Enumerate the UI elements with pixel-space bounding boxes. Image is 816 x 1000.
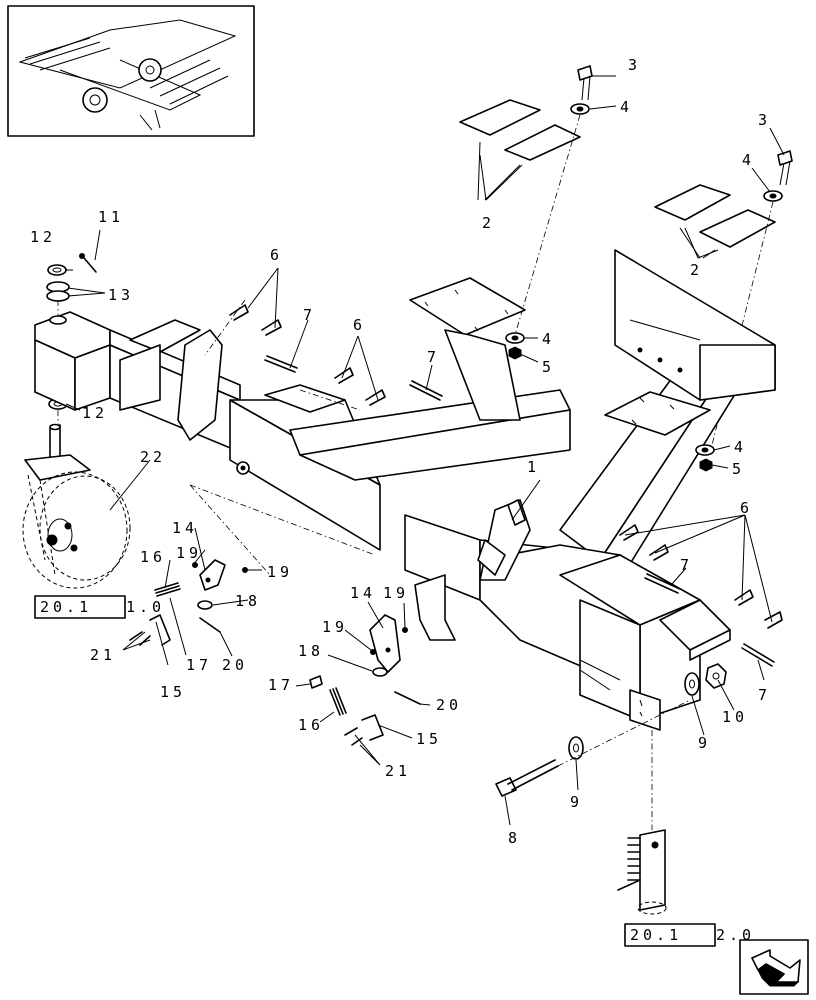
callout-3-right: 3 [758,111,771,129]
nut-part-5-right [699,458,713,472]
pin-part-7-d [741,643,775,667]
washer-part-9-lower [568,736,584,760]
callout-19-left-a: 19 [176,544,202,562]
callout-16-left: 16 [140,548,166,566]
nut-part-5-center [508,346,522,360]
callout-12-lower: 12 [82,404,108,422]
callout-18-left: 18 [235,592,261,610]
callout-12-upper: 12 [30,228,56,246]
shield-part-2-top [459,99,581,201]
callout-20-right: 20 [436,696,462,714]
reference-left-boxed: 20.1 [40,598,92,616]
spring-part-16-left [154,582,181,597]
washers-part-13 [46,281,70,302]
washer-part-18-left [197,600,213,610]
clip-part-15-right [361,714,384,741]
callout-2-top: 2 [482,214,495,232]
jack-stand [617,829,667,915]
spring-part-16-right [329,687,347,716]
callout-16-right: 16 [298,716,324,734]
callout-9-upper: 9 [698,734,711,752]
pin-part-7-b [409,380,443,401]
clip-part-15-left [149,614,171,646]
latch-part-14-left [199,559,226,591]
cotter-part-21-left [129,631,151,646]
callout-19-right-a: 19 [383,584,409,602]
wheel-assembly-part-22 [22,423,131,589]
callout-18-right: 18 [298,642,324,660]
pin-part-7-c [644,573,681,594]
callout-17-left: 17 [186,656,212,674]
callout-15-right: 15 [416,730,442,748]
callout-6-right: 6 [740,499,753,517]
callout-8: 8 [508,829,521,847]
callout-14-right: 14 [350,584,376,602]
callout-13: 13 [108,286,134,304]
callout-4-top: 4 [620,98,633,116]
callout-7-center: 7 [427,348,440,366]
callout-6-center: 6 [353,316,366,334]
callout-labels: 1 2 2 3 3 4 4 4 4 5 5 6 6 6 7 7 7 7 8 9 … [30,56,771,847]
callout-6-left: 6 [270,246,283,264]
callout-19-right-b: 19 [322,618,348,636]
callout-1: 1 [527,458,540,476]
callout-11: 11 [98,208,124,226]
leader-lines [65,75,785,826]
callout-19-left-b: 19 [267,563,293,581]
callout-7-right-lower: 7 [758,686,771,704]
hairpin-part-6-b [334,367,386,406]
callout-17-right: 17 [268,676,294,694]
bolt-part-8 [495,759,559,797]
bolt-part-3-top [570,65,593,115]
pin-part-20-right [394,691,421,705]
callout-5-center: 5 [542,358,555,376]
reference-left-suffix: 1.0 [126,598,165,616]
callout-22: 22 [140,448,166,466]
callout-21-left: 21 [90,646,116,664]
callout-21-right: 21 [385,762,411,780]
reference-right-suffix: 2.0 [716,926,755,944]
pin-part-7-a [264,355,298,373]
callout-10: 10 [722,708,748,726]
washer-part-12-upper [47,264,67,276]
callout-4-center: 4 [542,330,555,348]
shield-part-2-right [654,184,776,259]
callout-2-right: 2 [690,261,703,279]
callout-4-right-upper: 4 [742,151,755,169]
bolt-part-19-right [370,627,408,655]
bolt-part-3-right [763,150,793,202]
callout-7-right-upper: 7 [680,556,693,574]
washer-part-4-right [695,444,715,456]
callout-7-left: 7 [303,306,316,324]
callout-5-right: 5 [732,460,745,478]
nut-part-10 [705,663,727,689]
reference-right-boxed: 20.1 [630,926,682,944]
hairpin-part-6-a [229,304,282,336]
next-page-arrow-icon[interactable] [739,939,809,995]
callout-20-left: 20 [222,656,248,674]
callout-14-left: 14 [172,519,198,537]
reference-left[interactable]: 20.1 1.0 [34,595,165,619]
washer-part-4-center [505,332,525,344]
callout-3-top: 3 [628,56,641,74]
machine-overview-thumbnail [7,5,255,137]
main-frame-part-1 [34,249,776,731]
washer-part-9-upper [684,672,700,696]
reference-right[interactable]: 20.1 2.0 [624,923,755,947]
cotter-part-21-right [344,727,363,746]
latch-part-14-right [369,614,401,673]
callout-4-right-lower: 4 [734,438,747,456]
bolt-part-17-right [309,675,323,689]
washer-part-18-right [372,667,388,677]
pin-part-20-left [199,617,221,633]
callout-15-left: 15 [160,683,186,701]
callout-9-lower: 9 [570,793,583,811]
pin-part-11 [79,253,97,273]
